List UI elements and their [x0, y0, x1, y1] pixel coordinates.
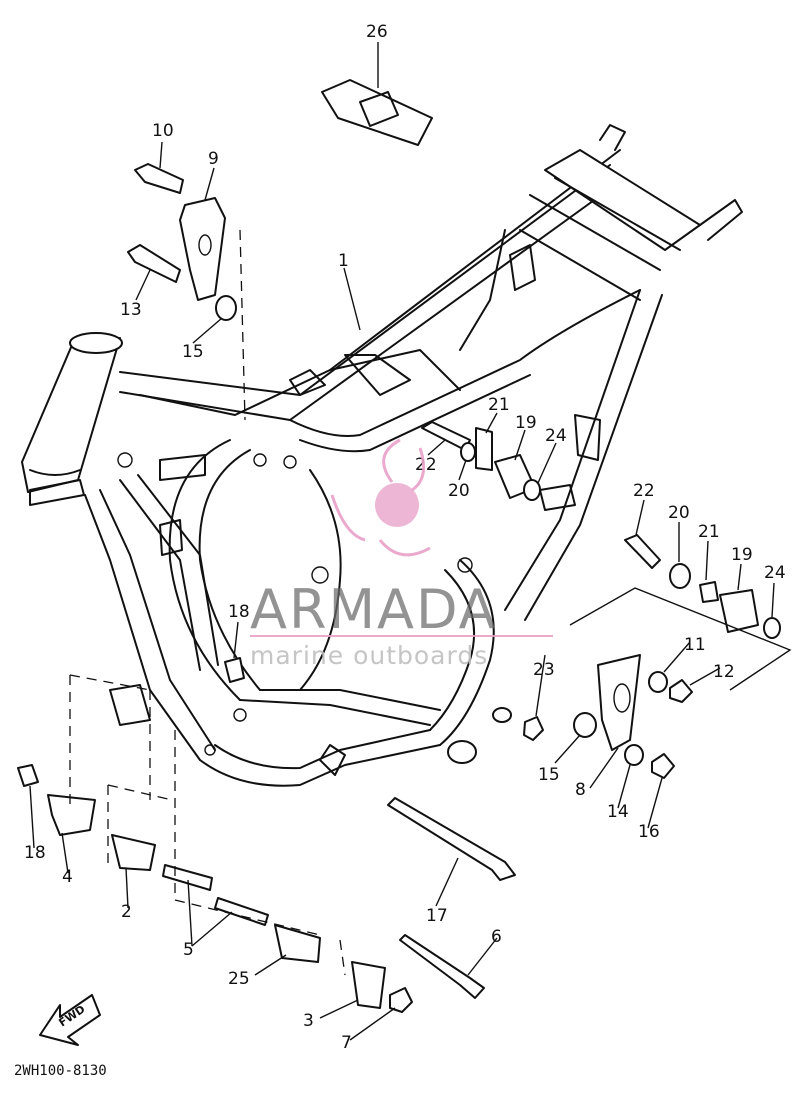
part-24-washer [523, 479, 541, 501]
watermark: ARMADA marine outboards [250, 438, 553, 670]
callout-22-right: 22 [633, 481, 655, 501]
part-5-bolt [214, 897, 269, 926]
part-17-bolt [387, 797, 516, 881]
armada-logo-icon [330, 438, 431, 557]
callout-22-center: 22 [415, 455, 437, 475]
part-4-bracket [47, 794, 96, 836]
leader-lines [29, 42, 775, 1041]
part-18-nut-left [17, 764, 39, 787]
callout-4: 4 [62, 867, 73, 887]
callout-11: 11 [684, 635, 706, 655]
part-15-washer-right [573, 712, 597, 738]
part-23-nut [523, 716, 544, 741]
callout-24-right: 24 [764, 563, 786, 583]
callout-19-center: 19 [515, 413, 537, 433]
part-22-bolt [421, 421, 471, 451]
callout-7: 7 [341, 1033, 352, 1053]
callout-18-left: 18 [24, 843, 46, 863]
part-18-nut [224, 657, 245, 683]
callout-17: 17 [426, 906, 448, 926]
part-21-sleeve [475, 427, 493, 471]
callout-1: 1 [338, 251, 349, 271]
callout-5: 5 [183, 940, 194, 960]
part-16-nut [651, 753, 675, 779]
callout-numbers: 26 10 9 13 15 1 21 19 24 22 20 22 20 21 … [24, 22, 786, 1053]
part-26-cap [321, 79, 433, 146]
main-frame [21, 124, 743, 787]
callout-24-center: 24 [545, 426, 567, 446]
callout-9: 9 [208, 149, 219, 169]
part-20-collar-right [669, 563, 691, 589]
part-11-washer [648, 671, 668, 693]
part-8-bracket [597, 654, 641, 751]
callout-18-center: 18 [228, 602, 250, 622]
callout-25: 25 [228, 969, 250, 989]
callout-6: 6 [491, 927, 502, 947]
callout-13: 13 [120, 300, 142, 320]
part-12-nut [669, 679, 693, 703]
callout-14: 14 [607, 802, 629, 822]
part-3-bracket [351, 961, 386, 1009]
part-24-washer-right [763, 617, 781, 639]
alignment-dashes [69, 229, 346, 976]
watermark-name: ARMADA [250, 578, 498, 641]
part-25-bracket [274, 924, 321, 963]
callout-8: 8 [575, 780, 586, 800]
callout-26: 26 [366, 22, 388, 42]
callout-2: 2 [121, 902, 132, 922]
callout-20-right: 20 [668, 503, 690, 523]
drawing-code: 2WH100-8130 [14, 1063, 107, 1079]
callout-20-center: 20 [448, 481, 470, 501]
loose-parts [17, 79, 792, 1013]
part-5-stud [162, 864, 213, 891]
part-7-nut [389, 987, 413, 1013]
part-2-bracket [111, 834, 156, 871]
callout-23: 23 [533, 660, 555, 680]
fwd-arrow-icon: FWD [39, 994, 101, 1046]
part-6-bolt [399, 934, 485, 999]
callout-10: 10 [152, 121, 174, 141]
callout-15-right: 15 [538, 765, 560, 785]
part-22-bolt-right [624, 534, 661, 569]
part-10-bolt [134, 163, 184, 194]
callout-21-center: 21 [488, 395, 510, 415]
callout-15-top: 15 [182, 342, 204, 362]
callout-3: 3 [303, 1011, 314, 1031]
part-9-bracket [179, 197, 226, 301]
part-19-bushing-right [719, 589, 759, 633]
watermark-tagline: marine outboards [250, 641, 488, 670]
part-14-washer [624, 744, 644, 766]
part-20-collar [460, 442, 476, 462]
part-13-bolt [127, 244, 181, 283]
callout-12: 12 [713, 662, 735, 682]
part-21-sleeve-right [699, 581, 719, 603]
callout-21-right: 21 [698, 522, 720, 542]
callout-19-right: 19 [731, 545, 753, 565]
part-15-washer [215, 295, 237, 321]
callout-16: 16 [638, 822, 660, 842]
